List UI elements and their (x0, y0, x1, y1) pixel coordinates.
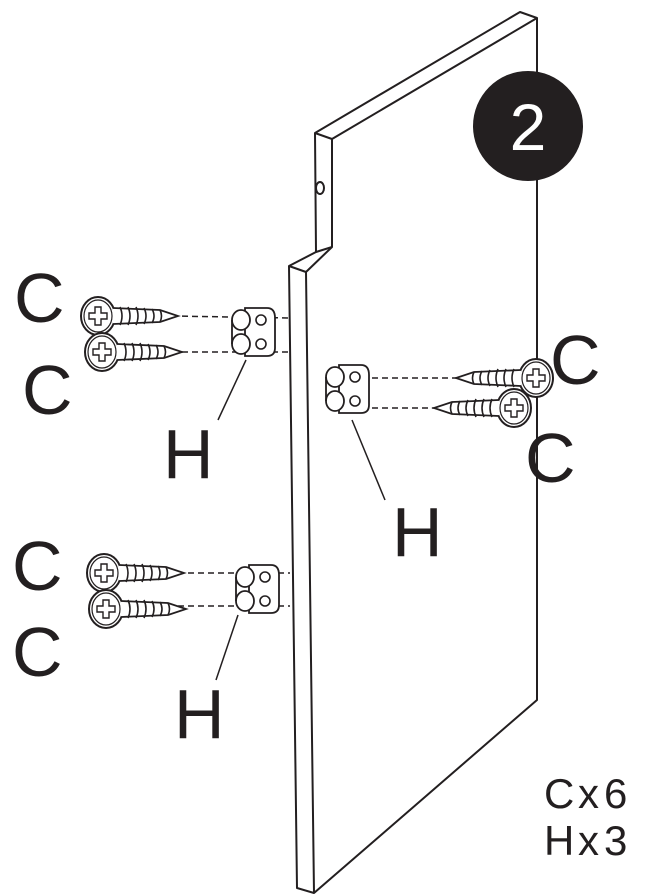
parts-list-letter: H (544, 817, 574, 864)
bracket-label: H (392, 493, 443, 571)
parts-list-count: 6 (604, 770, 627, 817)
step-number: 2 (510, 90, 547, 164)
leader-lines (215, 359, 386, 681)
bracket-icon (235, 564, 280, 614)
screw-label: C (525, 419, 576, 497)
screw-label: C (550, 321, 601, 399)
screw-icon (80, 296, 179, 336)
parts-list-times: x (578, 770, 599, 817)
screw-icon (84, 332, 183, 372)
screw-icon (88, 589, 187, 629)
parts-list: C x 6 H x 3 (544, 770, 627, 864)
screw-label: C (12, 613, 63, 691)
screw-label: C (12, 527, 63, 605)
screw-label: C (14, 259, 65, 337)
parts-list-times: x (578, 817, 599, 864)
screw-label: C (22, 351, 73, 429)
parts-list-letter: C (544, 770, 574, 817)
bracket-icon (231, 307, 276, 357)
parts-list-count: 3 (604, 817, 627, 864)
side-panel (288, 11, 538, 894)
bracket-label: H (174, 675, 225, 753)
screw-icon (86, 553, 185, 593)
step-badge: 2 (473, 71, 583, 181)
bracket-label: H (163, 415, 214, 493)
